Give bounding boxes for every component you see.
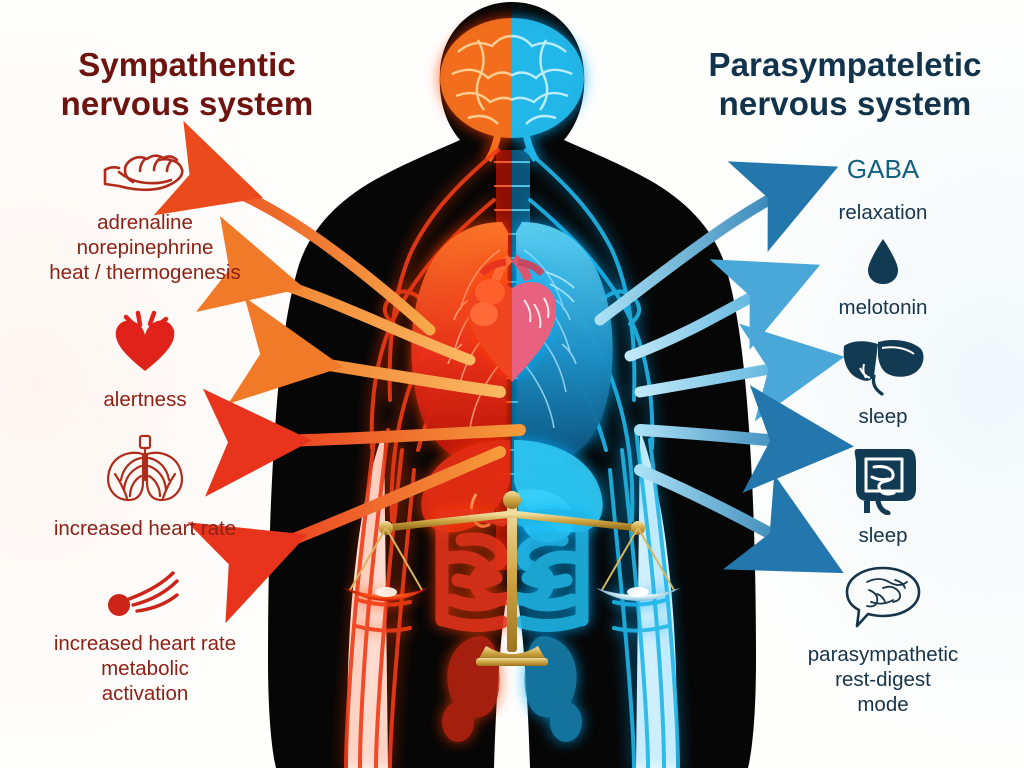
parasympathetic-entry-rest-digest[interactable]: parasympathetic rest-digest mode xyxy=(748,564,1018,717)
sympathetic-entry-heart-rate-labels: increased heart rate xyxy=(54,516,236,541)
parasympathetic-title-line1: Parasympateletic xyxy=(708,46,982,83)
label-melotonin: melotonin xyxy=(838,295,928,319)
sympathetic-title-line2: nervous system xyxy=(60,84,314,122)
droplet-icon xyxy=(868,238,898,284)
label-increased-heart-rate: increased heart rate xyxy=(53,517,237,540)
parasympathetic-title: Parasympateletic nervous system xyxy=(700,46,990,124)
label-relaxation: relaxation xyxy=(838,200,928,224)
label-adrenaline: adrenaline xyxy=(97,211,193,234)
speech-bubble-digestion-icon xyxy=(845,566,921,628)
sympathetic-entry-metabolic-labels: increased heart rate metabolic activatio… xyxy=(54,631,236,706)
sympathetic-entry-heart-rate[interactable]: increased heart rate xyxy=(10,434,280,541)
label-parasympathetic: parasympathetic xyxy=(807,642,959,666)
parasympathetic-title-line2: nervous system xyxy=(718,84,972,122)
brain-organ xyxy=(440,18,584,163)
sympathetic-entry-alertness-labels: alertness xyxy=(103,387,186,412)
parasympathetic-entry-sleep-liver[interactable]: sleep xyxy=(748,334,1018,429)
sympathetic-title-line1: Sympathentic xyxy=(78,46,296,83)
sympathetic-entry-alertness[interactable]: alertness xyxy=(10,309,280,412)
human-body-split-figure xyxy=(268,2,756,768)
label-metabolic: metabolic xyxy=(101,657,189,680)
sympathetic-entry-adrenaline-labels: adrenaline norepinephrine heat / thermog… xyxy=(49,210,240,285)
pelvis-bones xyxy=(442,636,582,742)
label-norepinephrine: norepinephrine xyxy=(76,236,214,259)
sympathetic-entry-adrenaline[interactable]: adrenaline norepinephrine heat / thermog… xyxy=(10,150,280,285)
sympathetic-entry-metabolic[interactable]: increased heart rate metabolic activatio… xyxy=(10,567,280,706)
parasympathetic-entry-rest-digest-labels: parasympathetic rest-digest mode xyxy=(808,642,958,717)
label-heat-thermogenesis: heat / thermogenesis xyxy=(49,261,241,284)
liver-icon xyxy=(843,339,924,396)
label-gaba: GABA xyxy=(846,154,920,184)
sympathetic-title: Sympathentic nervous system xyxy=(52,46,322,124)
heart-icon xyxy=(115,310,175,371)
label-sleep-liver: sleep xyxy=(858,404,908,428)
label-sleep-intestines: sleep xyxy=(858,523,908,547)
sympathetic-effects-column: adrenaline norepinephrine heat / thermog… xyxy=(10,150,280,706)
intestines-icon xyxy=(854,448,916,515)
hand-fist-icon xyxy=(103,154,184,192)
comet-motion-icon xyxy=(108,571,179,616)
label-rest-digest: rest-digest xyxy=(835,667,931,691)
lungs-icon xyxy=(107,434,183,502)
parasympathetic-entry-sleep-intestines[interactable]: sleep xyxy=(748,443,1018,548)
label-mode: mode xyxy=(857,692,909,716)
label-alertness: alertness xyxy=(103,388,187,411)
label-activation: activation xyxy=(101,682,189,705)
parasympathetic-effects-column: GABA relaxation melotonin sleep xyxy=(748,150,1018,717)
parasympathetic-entry-melotonin[interactable]: melotonin xyxy=(748,237,1018,320)
parasympathetic-entry-gaba[interactable]: GABA relaxation xyxy=(748,154,1018,225)
label-increased-heart-rate-2: increased heart rate xyxy=(53,632,237,655)
